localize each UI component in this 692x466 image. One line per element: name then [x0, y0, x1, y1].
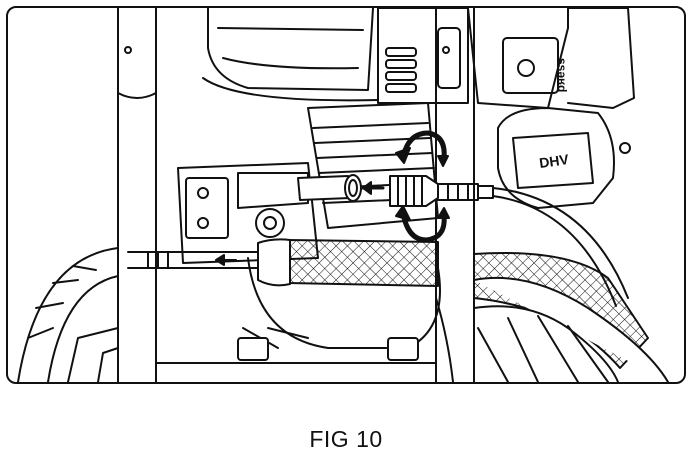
engine-fuel-tank [202, 8, 379, 102]
hose-fitting [389, 175, 494, 207]
base-frame [155, 337, 437, 364]
side-badge-text: ssəʁd [555, 58, 569, 92]
engine-vent-panel [377, 8, 469, 104]
left-wheel [17, 247, 119, 382]
insert-arrow-icon [361, 181, 385, 195]
rotate-ccw-arrow-icon [395, 205, 450, 243]
braided-garden-hose [257, 238, 649, 369]
engine-logo-text: DHV [538, 151, 570, 171]
figure-caption: FIG 10 [309, 426, 383, 452]
water-inlet-pipe [127, 251, 259, 269]
engine-cylinder-fins [307, 102, 439, 229]
recoil-starter-cover: DHV [497, 107, 615, 209]
pressure-washer-illustration: ssəʁd DHV [17, 8, 669, 382]
right-wheel [435, 277, 669, 382]
figure-illustration-frame: ssəʁd DHV [6, 6, 686, 384]
flow-direction-arrow-icon [215, 254, 237, 266]
quick-connect-coupler [297, 174, 362, 202]
rotate-cw-arrow-icon [395, 130, 449, 167]
